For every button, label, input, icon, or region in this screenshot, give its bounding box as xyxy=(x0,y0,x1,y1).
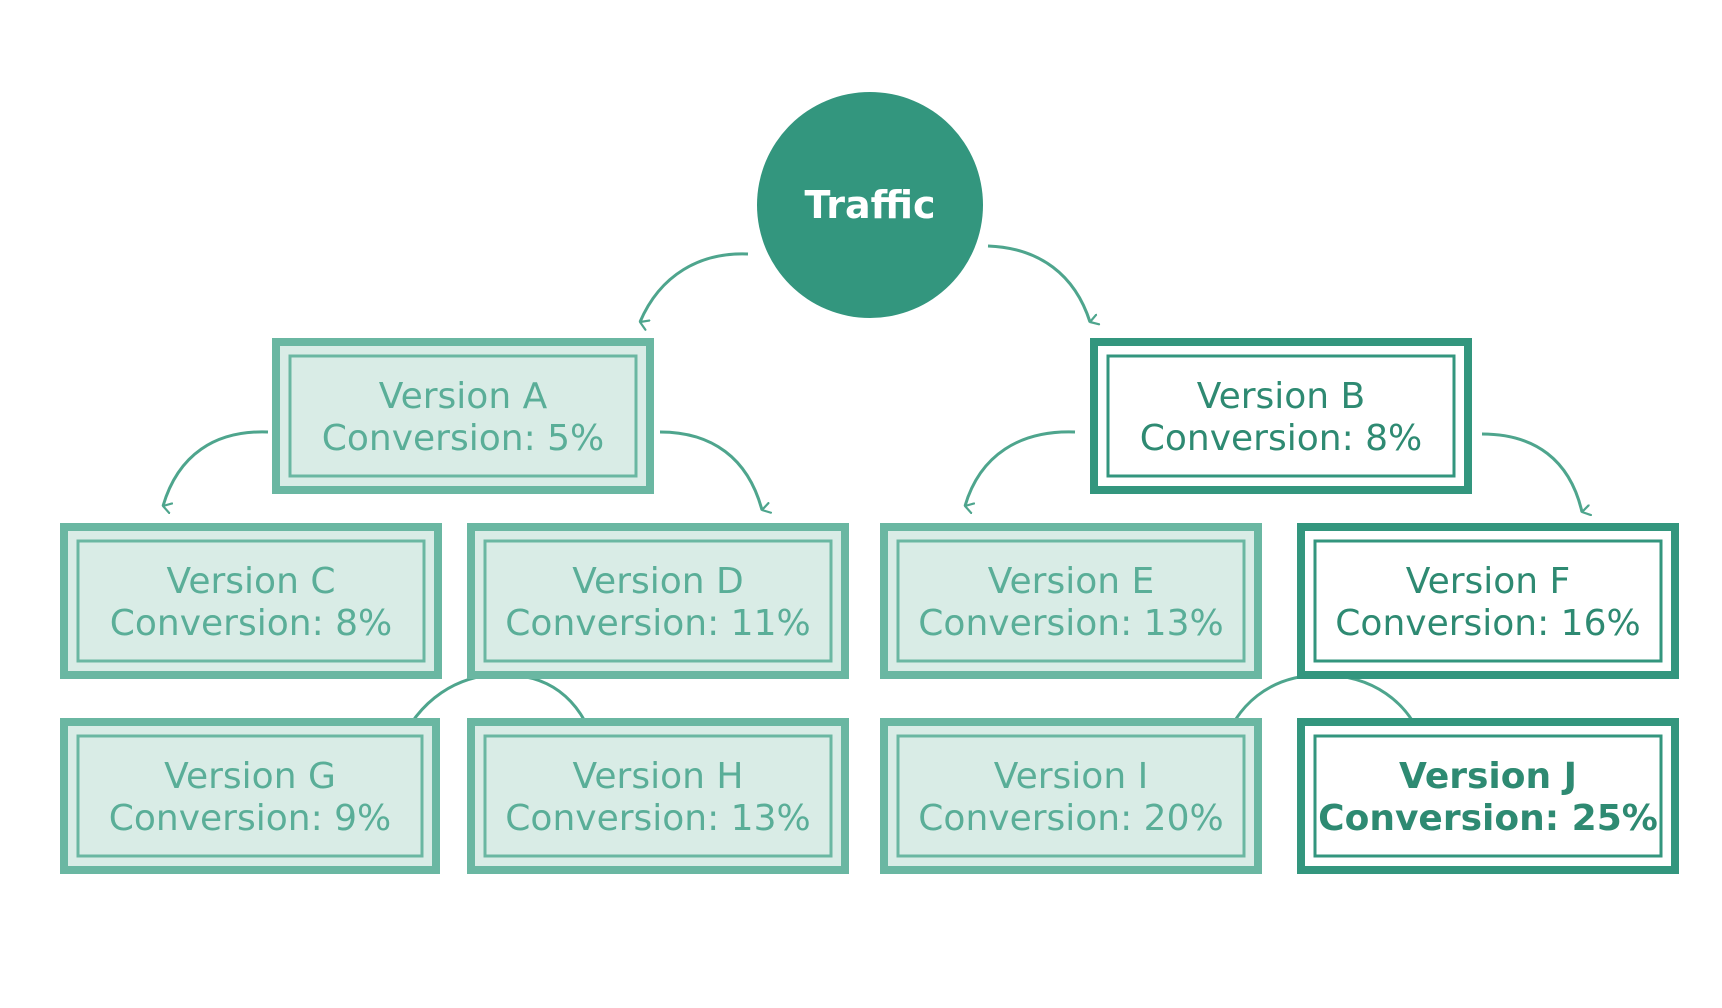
version-g-name: Version G xyxy=(164,756,336,797)
version-c-inner-frame xyxy=(76,539,426,663)
version-a-frame xyxy=(272,338,654,494)
version-b-box: Version B Conversion: 8% xyxy=(1090,338,1472,494)
version-c-conversion: Conversion: 8% xyxy=(110,603,393,644)
version-d-name: Version D xyxy=(572,561,744,602)
version-e-frame xyxy=(880,523,1262,679)
version-b-name: Version B xyxy=(1197,376,1366,417)
traffic-node: Traffic xyxy=(757,92,983,318)
version-d-box: Version D Conversion: 11% xyxy=(467,523,849,679)
version-a-inner-frame xyxy=(288,354,638,478)
version-i-inner-frame xyxy=(896,734,1246,858)
version-h-name: Version H xyxy=(573,756,744,797)
version-f-inner-frame xyxy=(1313,539,1663,663)
version-j-name: Version J xyxy=(1399,756,1577,797)
version-h-frame xyxy=(467,718,849,874)
version-b-inner-frame xyxy=(1106,354,1456,478)
version-g-box: Version G Conversion: 9% xyxy=(60,718,440,874)
version-j-box: Version J Conversion: 25% xyxy=(1297,718,1679,874)
version-a-name: Version A xyxy=(379,376,548,417)
traffic-circle xyxy=(757,92,983,318)
version-h-conversion: Conversion: 13% xyxy=(505,798,810,839)
version-f-frame xyxy=(1297,523,1679,679)
version-c-frame xyxy=(60,523,442,679)
version-i-name: Version I xyxy=(994,756,1148,797)
version-e-name: Version E xyxy=(988,561,1155,602)
version-b-frame xyxy=(1090,338,1472,494)
arrow-a-to-d xyxy=(659,430,762,510)
version-j-conversion: Conversion: 25% xyxy=(1318,798,1658,839)
version-h-inner-frame xyxy=(483,734,833,858)
version-e-box: Version E Conversion: 13% xyxy=(880,523,1262,679)
version-e-conversion: Conversion: 13% xyxy=(918,603,1223,644)
version-d-inner-frame xyxy=(483,539,833,663)
version-f-conversion: Conversion: 16% xyxy=(1335,603,1640,644)
version-b-conversion: Conversion: 8% xyxy=(1140,418,1423,459)
version-a-box: Version A Conversion: 5% xyxy=(272,338,654,494)
version-d-frame xyxy=(467,523,849,679)
traffic-label: Traffic xyxy=(804,183,935,227)
version-g-frame xyxy=(60,718,440,874)
arrow-b-to-f xyxy=(1481,432,1582,512)
version-c-box: Version C Conversion: 8% xyxy=(60,523,442,679)
version-j-frame xyxy=(1297,718,1679,874)
version-f-box: Version F Conversion: 16% xyxy=(1297,523,1679,679)
arrow-traffic-to-b xyxy=(987,244,1090,322)
arrow-traffic-to-a xyxy=(638,252,749,322)
version-i-box: Version I Conversion: 20% xyxy=(880,718,1262,874)
version-h-box: Version H Conversion: 13% xyxy=(467,718,849,874)
version-c-name: Version C xyxy=(167,561,336,602)
version-g-inner-frame xyxy=(76,734,424,858)
version-d-conversion: Conversion: 11% xyxy=(505,603,810,644)
version-i-conversion: Conversion: 20% xyxy=(918,798,1223,839)
version-e-inner-frame xyxy=(896,539,1246,663)
version-f-name: Version F xyxy=(1406,561,1571,602)
version-a-conversion: Conversion: 5% xyxy=(322,418,605,459)
version-j-inner-frame xyxy=(1313,734,1663,858)
version-g-conversion: Conversion: 9% xyxy=(109,798,392,839)
arrow-b-to-e xyxy=(963,430,1076,506)
version-i-frame xyxy=(880,718,1262,874)
arrow-a-to-c xyxy=(161,430,269,506)
